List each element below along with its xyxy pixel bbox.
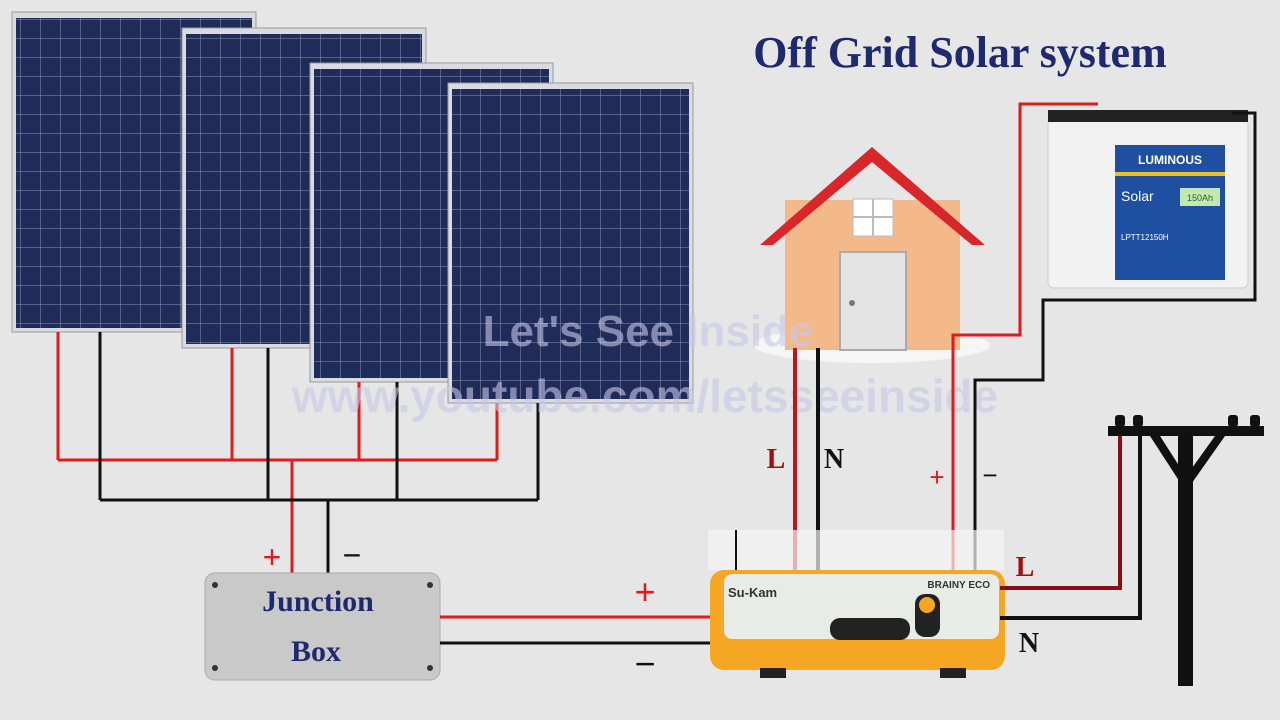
battery-minus-label: − — [982, 460, 997, 490]
junction-minus-label: − — [343, 537, 362, 573]
grid-live-label: L — [1016, 552, 1035, 583]
watermark-line-1: Let's See Inside — [483, 307, 814, 356]
panel-positive-wires — [56, 332, 499, 575]
power-icon — [919, 597, 935, 613]
dc-minus-label: − — [634, 643, 655, 684]
house-neutral-label: N — [824, 444, 844, 475]
house — [754, 147, 990, 363]
battery: LUMINOUS Solar 150Ah LPTT12150H — [1047, 110, 1249, 289]
house-live-label: L — [767, 444, 786, 475]
battery-positive-wire — [951, 102, 1098, 578]
inverter-brand: Su-Kam — [728, 585, 777, 600]
battery-brand: LUMINOUS — [1138, 153, 1202, 167]
dc-plus-label: + — [634, 571, 655, 612]
junction-plus-label: + — [263, 539, 282, 575]
watermark-line-2: www.youtube.com/letsseeinside — [291, 370, 998, 422]
inverter: Su-Kam BRAINY ECO — [708, 530, 1005, 678]
battery-negative-wire — [973, 111, 1257, 578]
junction-box-label-2: Box — [291, 635, 341, 668]
junction-box-label-1: Junction — [262, 585, 374, 618]
battery-plus-label: + — [929, 462, 944, 492]
diagram-title: Off Grid Solar system — [753, 28, 1167, 77]
inverter-model: BRAINY ECO — [927, 580, 990, 591]
solar-panel-4 — [447, 82, 694, 404]
battery-model: LPTT12150H — [1121, 233, 1169, 242]
grid-neutral-label: N — [1019, 628, 1039, 659]
battery-line: Solar — [1121, 188, 1154, 204]
battery-capacity: 150Ah — [1187, 193, 1213, 203]
junction-box: Junction Box — [204, 572, 441, 681]
grid-neutral-wire — [1000, 435, 1142, 620]
grid-live-wire — [1000, 435, 1122, 590]
utility-pole — [1108, 415, 1264, 686]
panel-negative-wires — [98, 332, 540, 575]
